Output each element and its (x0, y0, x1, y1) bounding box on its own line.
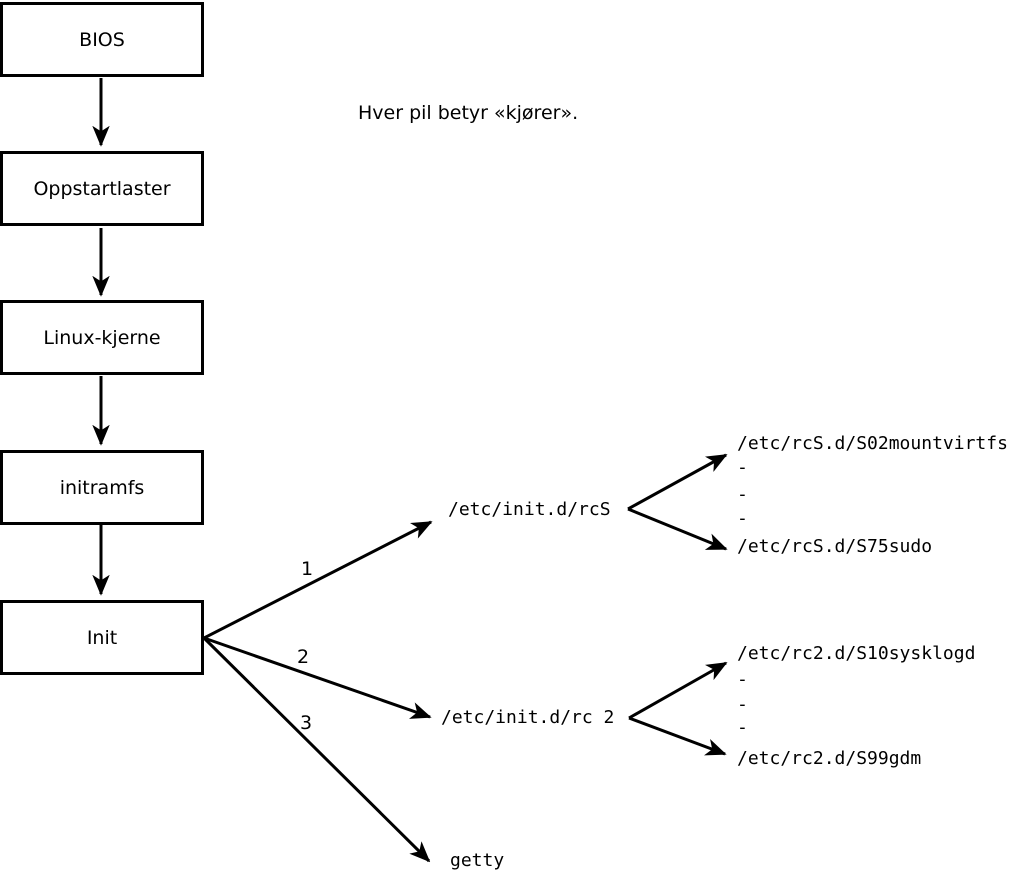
flowchart-node-init: Init (0, 600, 204, 675)
node-label-initramfs: initramfs (59, 476, 145, 499)
node-label-init: Init (86, 626, 118, 649)
rc2-child-dash-3: - (737, 717, 748, 738)
rc2-child-s99gdm: /etc/rc2.d/S99gdm (737, 748, 922, 769)
arrow-rc2-fork-down-icon (628, 716, 727, 756)
script-label-rc2: /etc/init.d/rc 2 (441, 707, 615, 728)
rcs-child-s75sudo: /etc/rcS.d/S75sudo (737, 536, 933, 557)
script-label-rcs: /etc/init.d/rcS (448, 499, 611, 520)
flowchart-node-bootloader: Oppstartlaster (0, 151, 204, 226)
rc2-child-s10sysklogd: /etc/rc2.d/S10sysklogd (737, 643, 976, 664)
rcs-child-dash-1: - (737, 457, 748, 478)
flowchart-node-linux-kernel: Linux-kjerne (0, 300, 204, 375)
arrow-rcs-fork-down-icon (627, 507, 728, 551)
branch-number-3: 3 (300, 712, 313, 734)
flowchart-node-initramfs: initramfs (0, 450, 204, 525)
rc2-child-dash-1: - (737, 669, 748, 690)
script-label-getty: getty (450, 850, 505, 871)
arrow-init-branch-3-icon (202, 636, 431, 863)
rcs-child-dash-2: - (737, 484, 748, 505)
branch-number-1: 1 (301, 558, 314, 580)
node-label-bios: BIOS (79, 28, 125, 51)
node-label-linux-kernel: Linux-kjerne (43, 326, 161, 349)
rc2-child-dash-2: - (737, 694, 748, 715)
rcs-child-dash-3: - (737, 508, 748, 529)
branch-number-2: 2 (297, 646, 310, 668)
arrow-rcs-fork-up-icon (627, 453, 728, 511)
arrow-init-branch-2-icon (203, 636, 432, 719)
arrow-rc2-fork-up-icon (628, 661, 728, 720)
flowchart-node-bios: BIOS (0, 2, 204, 77)
legend-note: Hver pil betyr «kjører». (358, 102, 579, 124)
rcs-child-s02mountvirtfs: /etc/rcS.d/S02mountvirtfs (737, 433, 1008, 454)
node-label-bootloader: Oppstartlaster (33, 177, 171, 200)
arrow-init-branch-1-icon (203, 520, 433, 640)
